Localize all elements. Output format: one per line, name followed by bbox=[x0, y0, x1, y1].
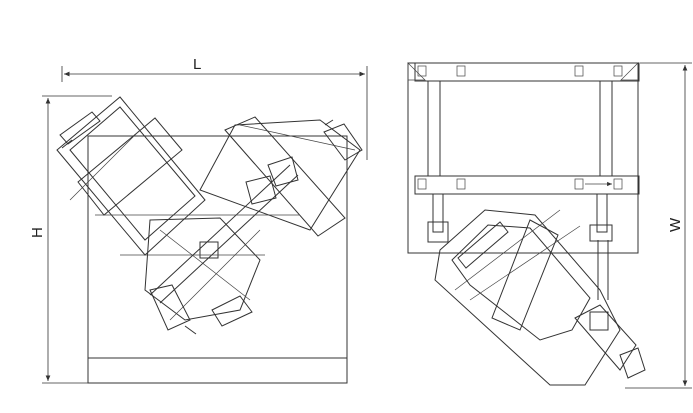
side-vessel bbox=[427, 209, 646, 386]
drive-shaft bbox=[95, 156, 300, 304]
height-label: H bbox=[29, 227, 46, 238]
side-frame bbox=[407, 62, 640, 254]
height-dimension: H bbox=[29, 95, 112, 384]
base-frame bbox=[87, 135, 348, 384]
front-view: L H bbox=[29, 56, 368, 384]
bolt-markers bbox=[417, 65, 623, 190]
length-dimension: L bbox=[61, 56, 368, 160]
support-rods bbox=[432, 193, 613, 300]
right-cylinder bbox=[199, 116, 363, 237]
side-view: W bbox=[407, 62, 692, 389]
discharge-cone bbox=[144, 217, 261, 335]
width-label: W bbox=[667, 217, 684, 232]
width-dimension: W bbox=[625, 62, 692, 389]
length-label: L bbox=[193, 56, 201, 73]
left-cylinder bbox=[56, 96, 206, 256]
